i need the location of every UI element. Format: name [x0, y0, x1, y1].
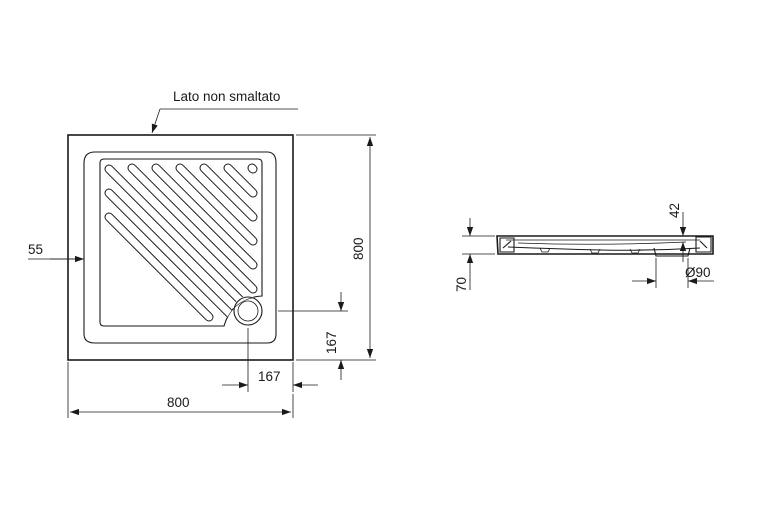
- groove-fill: [200, 164, 257, 221]
- section-ribs: [539, 247, 641, 254]
- tray-outline: [67, 134, 294, 361]
- section-left-end: [499, 237, 515, 253]
- section-body: [496, 235, 714, 255]
- note-leader-arrow: [151, 108, 161, 134]
- drain-mask: [233, 296, 262, 326]
- groove-fill: [248, 164, 257, 173]
- groove-fill: [128, 164, 257, 293]
- anti-slip-grooves: [104, 163, 262, 326]
- dim-167h-label: 167: [258, 369, 281, 384]
- dim-800h-label: 800: [167, 395, 190, 410]
- plan-view: Lato non smaltato 55 800 167 167 800: [28, 89, 376, 418]
- dim-800v-label: 800: [351, 237, 366, 260]
- inner-rim: [83, 151, 277, 344]
- groove-fill: [152, 164, 257, 269]
- section-inner-top: [506, 239, 700, 245]
- groove-fill: [176, 164, 257, 245]
- groove-fill: [105, 165, 257, 317]
- note-label: Lato non smaltato: [173, 89, 280, 104]
- section-underside: [507, 246, 701, 251]
- section-drain: [653, 247, 691, 257]
- section-view: 70 42 Ø90: [454, 203, 714, 292]
- groove-fill: [224, 164, 257, 197]
- enamel-area: [99, 158, 263, 327]
- groove-fill: [105, 189, 237, 321]
- dim-70-label: 70: [454, 277, 469, 292]
- groove-fill: [105, 213, 213, 321]
- dim-d90-label: Ø90: [685, 265, 711, 280]
- drain-outer: [233, 296, 263, 326]
- dim-42-label: 42: [667, 203, 682, 218]
- section-right-end: [695, 236, 712, 253]
- dim-167v-label: 167: [324, 331, 339, 354]
- drain-inner: [237, 300, 259, 322]
- dim-55-label: 55: [28, 242, 43, 257]
